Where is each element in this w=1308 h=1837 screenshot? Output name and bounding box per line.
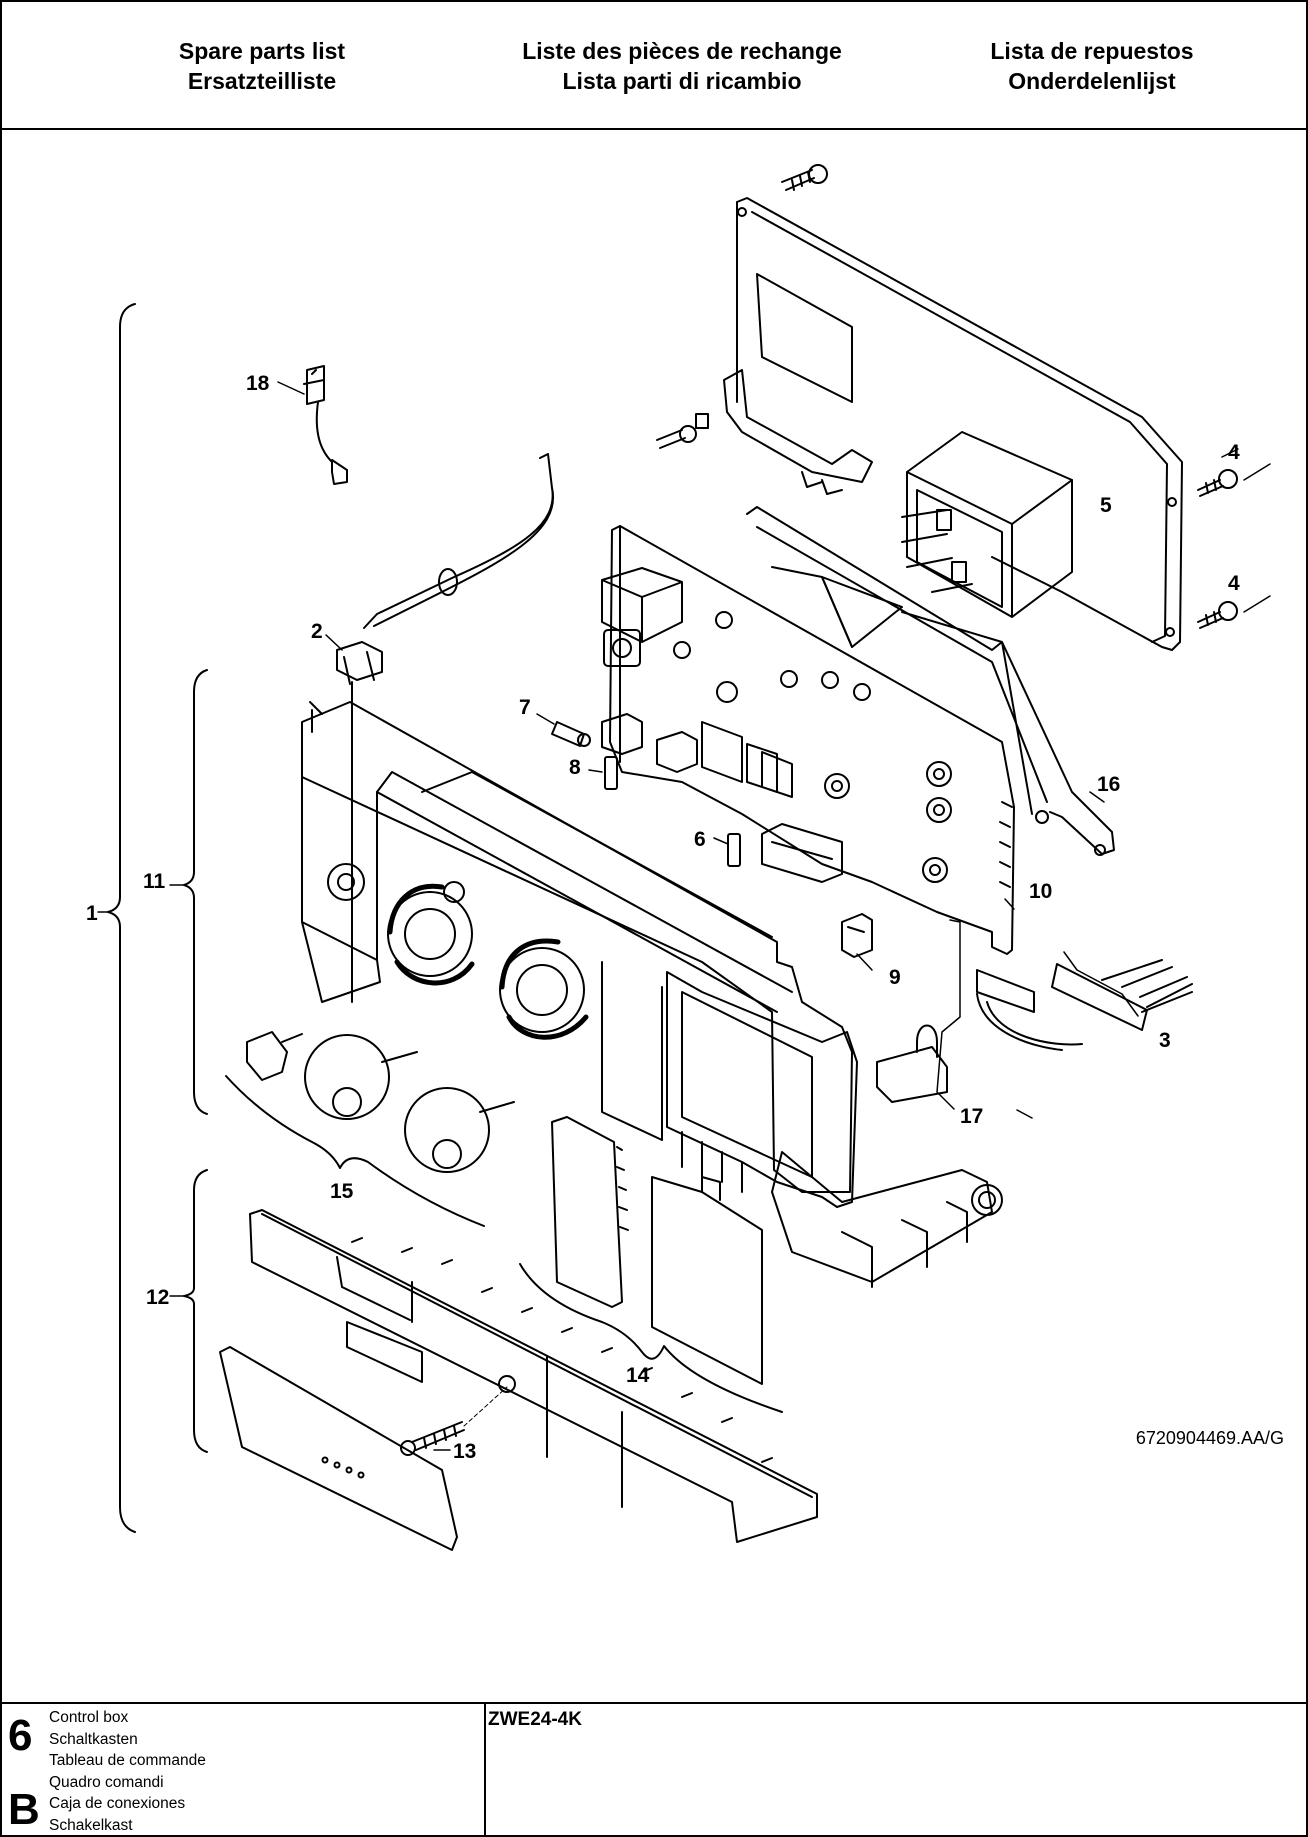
relay [601, 567, 683, 643]
section-title-lines: Control box Schaltkasten Tableau de comm… [49, 1707, 206, 1836]
callout-5: 5 [1100, 494, 1112, 517]
header-col-french-italian: Liste des pièces de rechange Lista parti… [482, 36, 882, 96]
knob-dial-1 [304, 1034, 390, 1120]
title-french: Tableau de commande [49, 1752, 206, 1769]
mounting-plate [736, 197, 1183, 651]
header-title-ersatzteilliste: Ersatzteilliste [187, 68, 337, 94]
exploded-view-drawing: 1 2 3 4 4 5 6 7 8 9 10 11 12 13 14 15 16… [86, 164, 1271, 1551]
brace-11 [183, 669, 208, 1115]
flap-14b [651, 1176, 763, 1385]
callout-18: 18 [246, 372, 270, 395]
header: Spare parts list Ersatzteilliste Liste d… [2, 2, 1306, 130]
title-dutch: Schakelkast [49, 1816, 133, 1834]
brace-1 [107, 303, 136, 1533]
fuse-6 [727, 833, 741, 867]
callout-11: 11 [143, 870, 166, 893]
pressure-sensor-9 [841, 913, 873, 958]
callout-6: 6 [694, 828, 706, 851]
screw-left [656, 429, 686, 449]
knob-small [246, 1031, 288, 1081]
control-panel-housing [301, 701, 853, 1193]
knob-recess-1 [387, 891, 473, 977]
board-terminals [601, 713, 793, 798]
callout-12: 12 [146, 1286, 169, 1309]
document-number: 6720904469.AA/G [1135, 1428, 1284, 1448]
screw-4b [1197, 611, 1224, 629]
screw-top [781, 169, 815, 191]
callout-14: 14 [626, 1364, 650, 1387]
connector-3 [976, 963, 1148, 1031]
callout-15: 15 [330, 1180, 354, 1203]
callout-17: 17 [960, 1105, 983, 1128]
screw-13 [411, 1421, 465, 1451]
callout-3: 3 [1159, 1029, 1171, 1052]
header-title-spare-parts-list: Spare parts list [178, 38, 346, 64]
pressure-switch-17 [876, 1046, 948, 1103]
title-italian: Quadro comandi [49, 1773, 164, 1791]
sensor-18 [303, 365, 325, 405]
flap-14a [551, 1116, 623, 1308]
cable-2 [363, 453, 555, 629]
header-title-lista-parti: Lista parti di ricambio [562, 68, 802, 94]
title-spanish: Caja de conexiones [49, 1795, 186, 1812]
callout-4-lower: 4 [1228, 572, 1240, 595]
callout-16: 16 [1097, 773, 1120, 796]
brace-12 [183, 1169, 208, 1453]
transformer [906, 431, 1073, 618]
header-col-spanish-dutch: Lista de repuestos Onderdelenlijst [922, 36, 1262, 96]
callout-labels: 1 2 3 4 4 5 6 7 8 9 10 11 12 13 14 15 16… [86, 372, 1240, 1463]
screw-4a [1197, 479, 1224, 497]
header-title-liste-des-pieces: Liste des pièces de rechange [522, 38, 842, 64]
header-col-english-german: Spare parts list Ersatzteilliste [92, 36, 432, 96]
bracket-housing-right [666, 971, 858, 1208]
callout-1: 1 [86, 902, 98, 925]
front-panel-frame [249, 1209, 818, 1543]
title-english: Control box [49, 1709, 129, 1726]
fuse-8 [604, 756, 618, 790]
circuit-board [609, 525, 1015, 955]
callout-7: 7 [519, 696, 531, 719]
header-title-lista-de-repuestos: Lista de repuestos [990, 38, 1194, 64]
brace-15 [225, 1075, 485, 1227]
support-rail [771, 1151, 993, 1283]
callout-9: 9 [889, 966, 901, 989]
title-german: Schaltkasten [49, 1730, 138, 1748]
plate-window [756, 273, 853, 403]
callout-8: 8 [569, 756, 581, 779]
knob-recess-2 [499, 947, 585, 1033]
header-title-onderdelenlijst: Onderdelenlijst [1008, 68, 1176, 94]
footer-section-block: 6 B Control box Schaltkasten Tableau de … [2, 1704, 486, 1837]
section-letter: B [8, 1785, 40, 1834]
knob-dial-2 [404, 1087, 490, 1173]
fuse-7 [551, 721, 585, 747]
callout-4-upper: 4 [1228, 441, 1240, 464]
callout-10: 10 [1029, 880, 1052, 903]
exploded-view-diagram: 1 2 3 4 4 5 6 7 8 9 10 11 12 13 14 15 16… [2, 130, 1306, 1702]
bracket-16 [746, 506, 1115, 855]
board-connector [761, 823, 843, 883]
front-cover-lid [219, 1346, 458, 1551]
footer: 6 B Control box Schaltkasten Tableau de … [2, 1702, 1306, 1837]
callout-2: 2 [311, 620, 323, 643]
brace-14 [519, 1263, 783, 1413]
callout-13: 13 [453, 1440, 476, 1463]
section-number: 6 [8, 1711, 33, 1760]
plate-bracket [723, 369, 873, 483]
model-name: ZWE24-4K [488, 1709, 582, 1730]
